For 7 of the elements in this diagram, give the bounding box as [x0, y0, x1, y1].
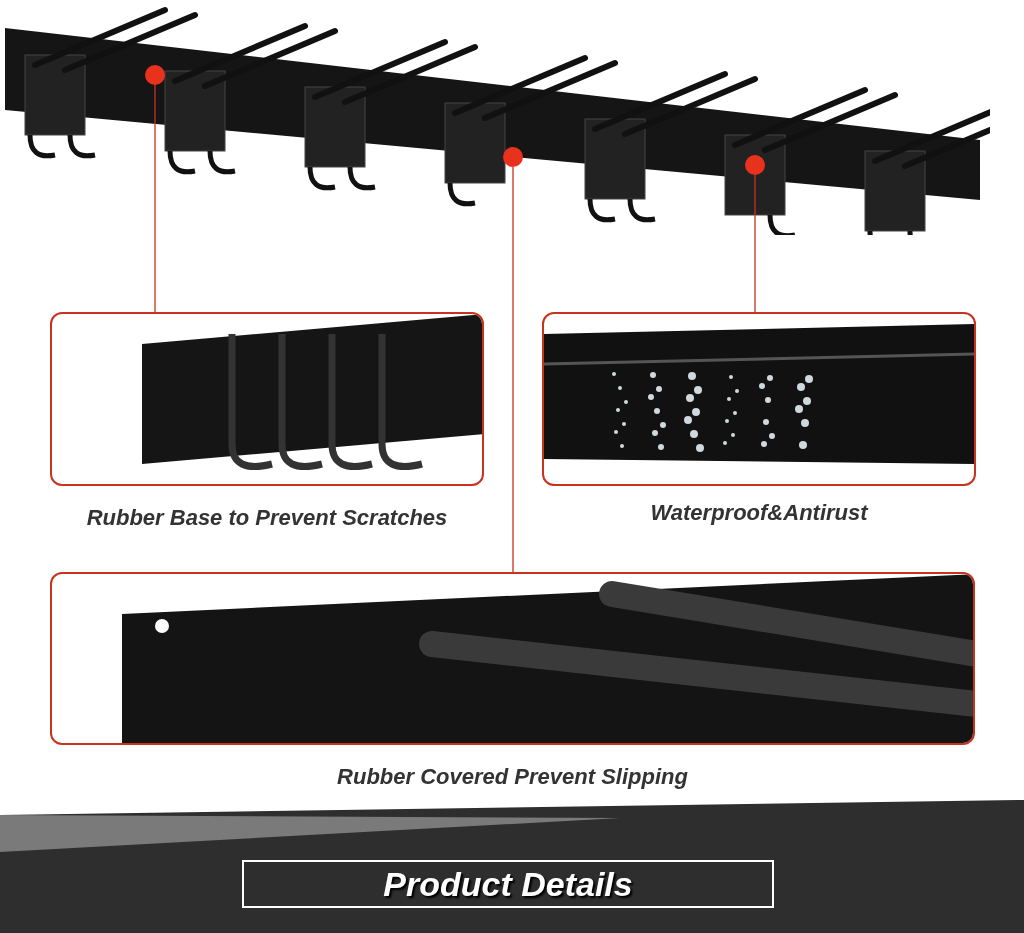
feature-caption: Rubber Covered Prevent Slipping	[336, 764, 689, 790]
feature-caption: Rubber Base to Prevent Scratches	[85, 505, 449, 531]
leader-line	[754, 174, 756, 313]
leader-line	[154, 84, 156, 313]
leader-line	[512, 166, 514, 573]
feature-caption: Waterproof&Antirust	[649, 500, 870, 526]
title-banner: Product Details	[242, 860, 774, 908]
